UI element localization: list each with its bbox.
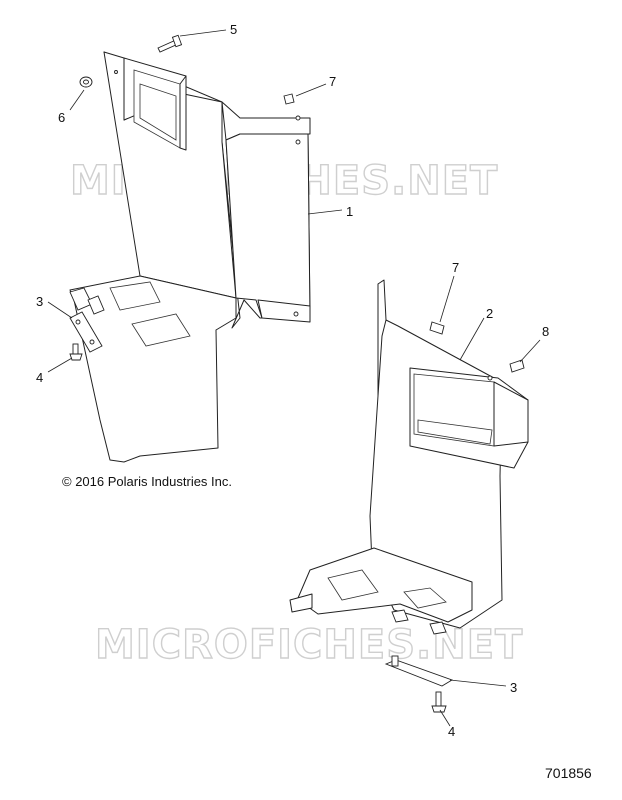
panel-part-1	[69, 51, 311, 463]
clip-7-right	[429, 321, 445, 335]
callout-5: 5	[230, 22, 237, 37]
nut-6	[79, 70, 118, 88]
copyright-notice: © 2016 Polaris Industries Inc.	[62, 474, 232, 489]
callout-8: 8	[542, 324, 549, 339]
diagram-id: 701856	[545, 765, 592, 781]
bolt-4-right	[431, 691, 447, 713]
callout-7-right: 7	[452, 260, 459, 275]
nuts-part-2-floor	[391, 609, 447, 635]
callout-4-right: 4	[448, 724, 455, 739]
callout-1: 1	[346, 204, 353, 219]
callout-3-left: 3	[36, 294, 43, 309]
callout-3-right: 3	[510, 680, 517, 695]
bolt-4-left	[69, 343, 83, 361]
panel-part-2	[289, 279, 529, 629]
callout-6: 6	[58, 110, 65, 125]
clip-7-top	[283, 93, 295, 105]
callout-4-left: 4	[36, 370, 43, 385]
callout-2: 2	[486, 306, 493, 321]
callout-7-top: 7	[329, 74, 336, 89]
bracket-3-left	[69, 287, 105, 353]
bolt-5	[157, 34, 183, 53]
clip-8	[509, 359, 525, 373]
watermark-bottom: MICROFICHES.NET	[95, 622, 523, 668]
leader-lines	[47, 29, 541, 727]
